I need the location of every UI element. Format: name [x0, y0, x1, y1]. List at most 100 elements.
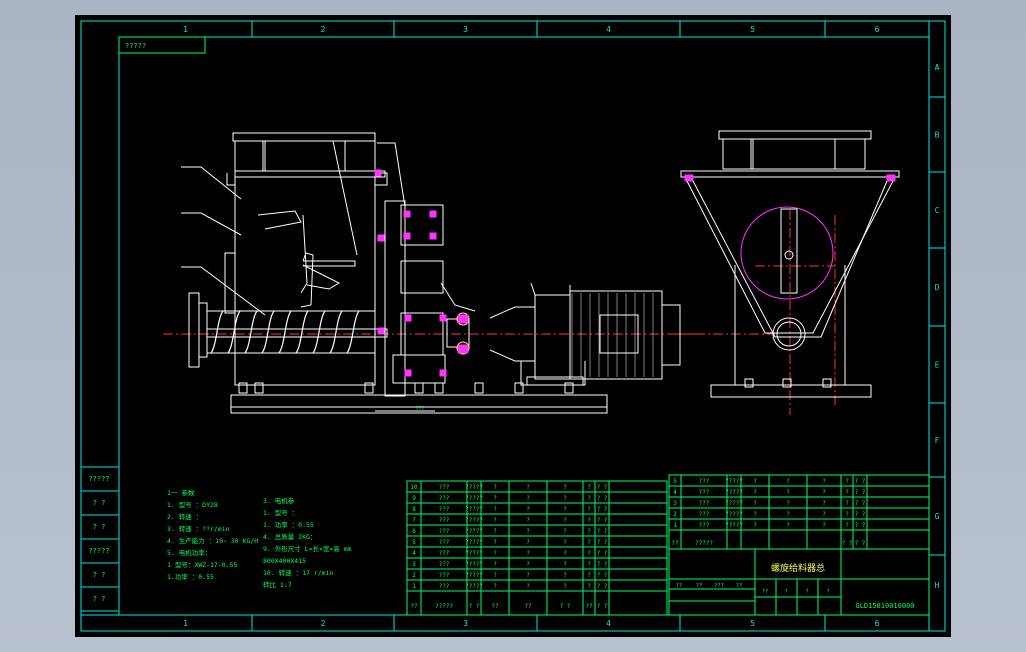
- parts-left-cell: ?: [526, 572, 530, 579]
- parts-left-cell: 9: [412, 495, 416, 502]
- bottom-zone-label: 2: [321, 619, 326, 628]
- tech-note-line: 1. 型号 ：: [263, 508, 298, 517]
- bolt-marker: [439, 369, 447, 377]
- anchor-bolt: [514, 382, 524, 394]
- parts-left-cell: ???: [439, 572, 450, 579]
- agitator-arm: [300, 214, 308, 294]
- tech-note-line: 1. 功率 ：0.55: [263, 520, 314, 529]
- parts-left-cell: ?: [587, 583, 591, 590]
- bottom-zone-label: 6: [875, 619, 880, 628]
- coupling-key: [456, 312, 470, 326]
- parts-left-cell: ?: [587, 484, 591, 491]
- shaft-hole: [784, 250, 794, 260]
- bolt-marker: [429, 232, 437, 240]
- right-zone-label: D: [935, 283, 940, 292]
- parts-left-header: ? ?: [560, 603, 571, 610]
- tech-note-line: 9. 外形尺寸 L×长×宽×高 mm: [263, 544, 352, 553]
- parts-left-cell: ???: [439, 550, 450, 557]
- right-zone-label: B: [935, 131, 940, 140]
- side-hopper-cone-inner: [692, 180, 888, 338]
- title-block-cell: ???: [714, 583, 724, 589]
- tech-note-line: 4. 生产能力 ：10~ 30 KG/H: [167, 536, 258, 545]
- hopper-neck: [262, 140, 346, 172]
- parts-right-cell: ???: [699, 478, 710, 485]
- parts-left-cell: ?: [526, 495, 530, 502]
- side-anchor: [782, 378, 792, 388]
- parts-right-cell: ? ?: [855, 511, 866, 518]
- parts-left-cell: ?: [493, 517, 497, 524]
- title-block-frame: [668, 548, 930, 616]
- parts-left-cell: 3: [412, 561, 416, 568]
- parts-left-cell: ? ?: [597, 561, 608, 568]
- title-block-cell: ??: [736, 583, 743, 589]
- parts-left-cell: 6: [412, 528, 416, 535]
- parts-left-cell: ?: [563, 550, 567, 557]
- anchor-bolt: [564, 382, 574, 394]
- parts-left-cell: ?: [563, 572, 567, 579]
- bolt-marker: [404, 314, 412, 322]
- parts-left-cell: ?: [587, 506, 591, 513]
- parts-right-cell: ?: [753, 478, 757, 485]
- gear-housing: [384, 200, 406, 397]
- title-block-cell: ?: [805, 589, 808, 595]
- parts-left-cell: ???: [439, 506, 450, 513]
- tech-note-line: 1.功率 ：0.55: [167, 572, 214, 581]
- parts-right-cell: ?: [822, 478, 826, 485]
- anchor-bolt: [254, 382, 264, 394]
- tech-note-line: 1 型号：XWZ-17-0.55: [167, 560, 237, 569]
- parts-left-cell: 2: [412, 572, 416, 579]
- parts-left-cell: ? ?: [597, 506, 608, 513]
- parts-left-cell: ?: [493, 572, 497, 579]
- tech-note-line: 5. 电机功率：: [167, 548, 211, 557]
- side-bolt-right: [886, 174, 896, 182]
- parts-right-cell: ?????: [725, 511, 743, 518]
- screw-flight: [312, 310, 326, 354]
- dimension-label: ???: [415, 406, 424, 412]
- bolt-marker: [404, 369, 412, 377]
- side-hopper-cone: [686, 180, 894, 334]
- parts-right-cell: ?: [786, 478, 790, 485]
- screw-outlet-inner: [776, 321, 802, 347]
- tech-note-line: 1一 参数: [167, 488, 195, 497]
- agitator-shaft: [303, 260, 356, 267]
- parts-right-cell: ?: [845, 511, 849, 518]
- parts-left-cell: ???: [439, 561, 450, 568]
- bolt-marker: [377, 327, 385, 335]
- parts-left-cell: ?????: [465, 572, 483, 579]
- parts-left-cell: ?: [493, 528, 497, 535]
- side-right-ear: [834, 138, 866, 170]
- parts-right-cell: ?: [753, 522, 757, 529]
- gearbox-top: [530, 282, 571, 296]
- bottom-zone-label: 1: [183, 619, 188, 628]
- parts-right-header: ??: [671, 540, 679, 547]
- side-agitator-shaft: [780, 208, 798, 294]
- parts-left-cell: ?: [563, 484, 567, 491]
- parts-left-cell: ?: [493, 539, 497, 546]
- upper-gear: [400, 204, 444, 246]
- parts-right-cell: ?????: [725, 522, 743, 529]
- parts-left-cell: ?: [526, 506, 530, 513]
- parts-right-cell: 4: [673, 489, 677, 496]
- parts-left-cell: ?????: [465, 528, 483, 535]
- parts-list-left: 10????????????? ?9????????????? ?8??????…: [406, 480, 668, 616]
- parts-left-cell: ?: [587, 561, 591, 568]
- hopper-body-flange: [234, 170, 386, 178]
- parts-right-header: ?????: [695, 540, 713, 547]
- hopper-side-rib: [224, 252, 236, 314]
- parts-left-cell: ?: [563, 539, 567, 546]
- anchor-bolt: [238, 382, 248, 394]
- motor-foot: [520, 361, 586, 386]
- top-zone-label: 4: [606, 25, 611, 34]
- left-strip-text: ? ?: [93, 571, 106, 579]
- parts-left-header: ? ?: [469, 603, 480, 610]
- anchor-bolt: [474, 382, 484, 394]
- parts-left-cell: ?????: [465, 517, 483, 524]
- side-hopper-flange: [680, 170, 900, 178]
- front-view: ???: [181, 132, 681, 414]
- parts-left-cell: ?: [563, 517, 567, 524]
- parts-left-cell: ? ?: [597, 583, 608, 590]
- motor-terminal-box: [599, 314, 639, 354]
